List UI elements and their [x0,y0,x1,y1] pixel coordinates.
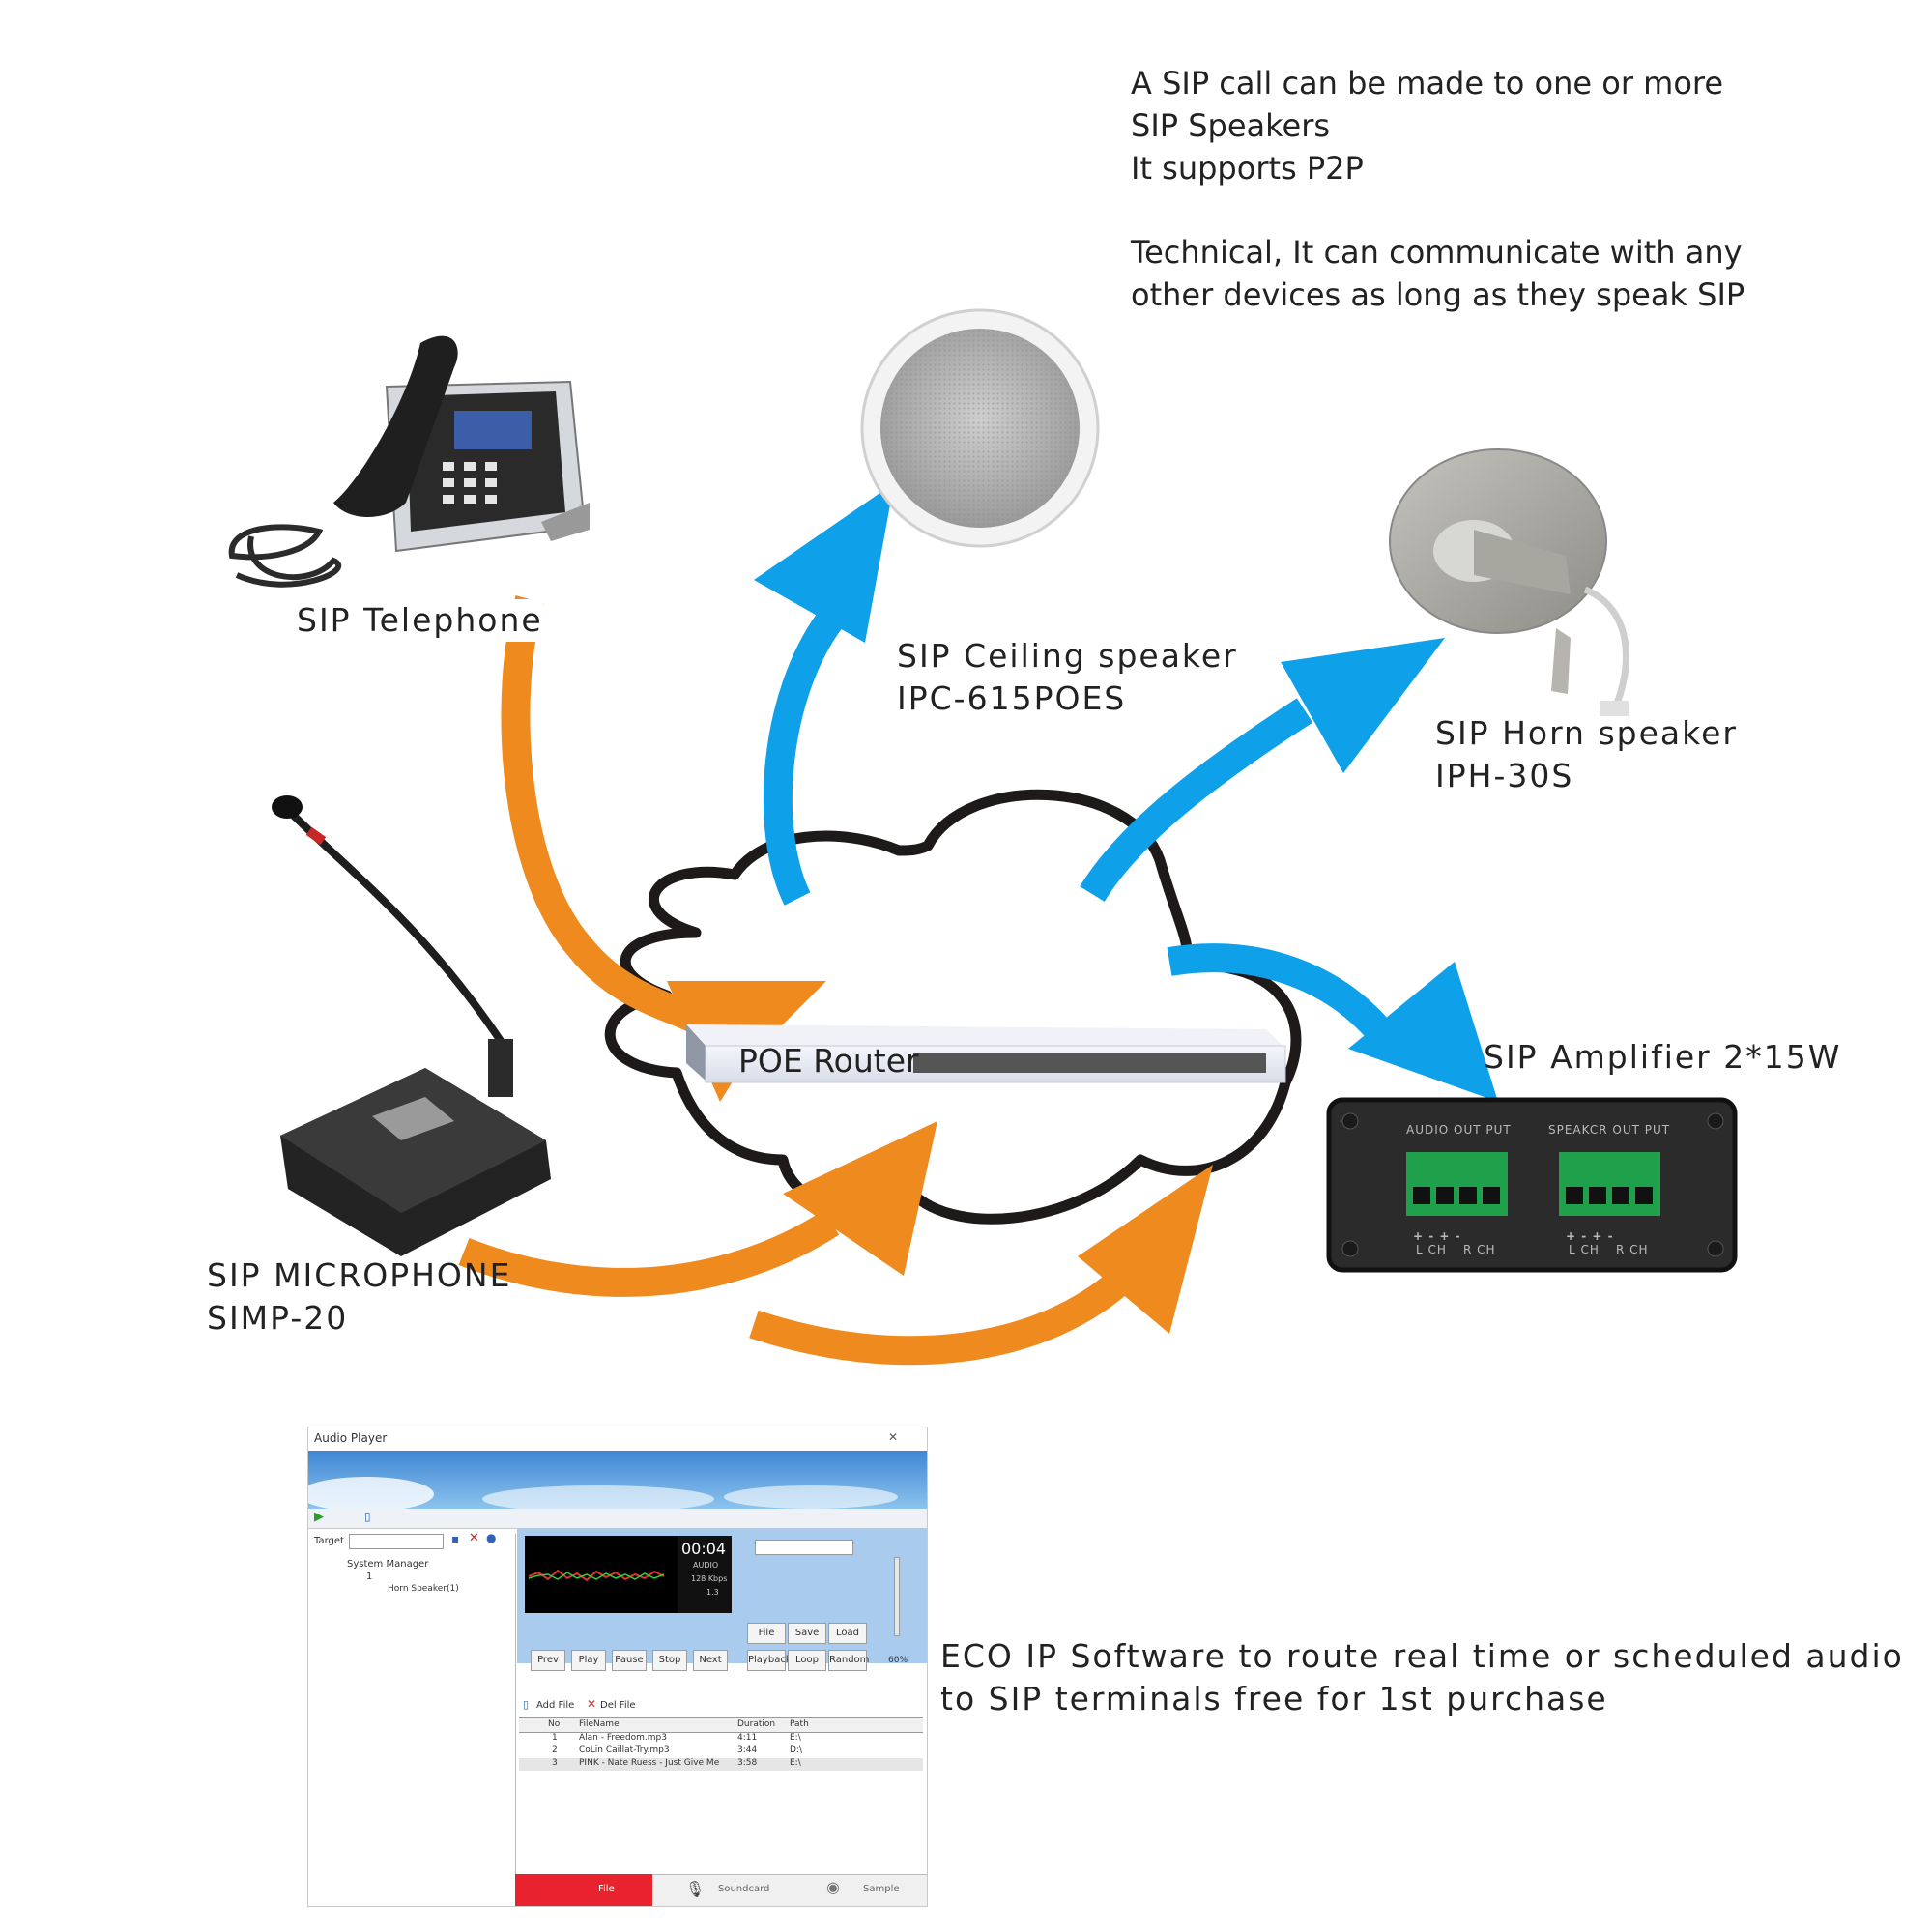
orange-arrows [458,594,1137,1366]
save-icon[interactable]: ▪ [451,1532,460,1545]
sip-microphone [272,795,551,1256]
stop-button[interactable]: Stop [652,1650,687,1671]
delete-icon[interactable]: ✕ [469,1531,479,1545]
amp-rch-right: R CH [1616,1243,1649,1256]
volume-slider[interactable] [894,1557,900,1636]
note-line-2: SIP Speakers [1131,107,1331,144]
amp-rch-left: R CH [1463,1243,1496,1256]
arrowhead-microphone [783,1121,937,1276]
info-bitrate: 128 Kbps [691,1574,728,1583]
amp-speaker-out-label: SPEAKCR OUT PUT [1548,1123,1671,1137]
telephone-label: SIP Telephone [297,599,543,642]
blue-arrowheads [754,483,1498,1102]
note-line-4: Technical, It can communicate with any [1131,234,1743,271]
play-button[interactable]: Play [571,1650,606,1671]
window-title: Audio Player [314,1431,388,1445]
arrow-router-to-horn [1080,698,1313,903]
arrowhead-ceiling [754,483,894,643]
col-no: No [548,1719,561,1729]
del-file-icon[interactable]: ✕ [587,1697,597,1711]
note-line-1: A SIP call can be made to one or more [1131,65,1724,101]
note-line-3: It supports P2P [1131,150,1364,187]
del-file-button[interactable]: Del File [600,1700,636,1711]
prev-button[interactable]: Prev [531,1650,565,1671]
ceiling-speaker-label: SIP Ceiling speaker [897,637,1238,675]
horn-speaker-label: SIP Horn speaker [1435,714,1738,752]
new-file-icon[interactable]: ▯ [364,1510,371,1523]
arrow-bottom-to-router [749,1264,1137,1366]
tree-leaf[interactable]: Horn Speaker(1) [388,1584,459,1594]
microphone-model: SIMP-20 [207,1299,349,1337]
waveform-display [525,1536,678,1613]
arrow-microphone-to-router [458,1210,840,1297]
add-file-button[interactable]: Add File [536,1700,575,1711]
time-display [678,1536,732,1613]
add-file-icon[interactable]: ▯ [523,1698,530,1711]
table-row[interactable]: 1 Alan - Freedom.mp3 4:11 E:\ [552,1733,801,1743]
tab-soundcard[interactable]: Soundcard [718,1884,770,1894]
table-header: No FileName Duration Path [519,1717,923,1733]
col-filename: FileName [579,1719,620,1729]
tab-sample[interactable]: Sample [863,1884,900,1894]
sky-banner [308,1451,927,1509]
tree-child[interactable]: 1 [366,1572,373,1582]
amp-audio-out-label: AUDIO OUT PUT [1406,1123,1512,1137]
loop-button[interactable]: Loop [788,1650,826,1671]
time-value: 00:04 [681,1540,727,1558]
play-icon[interactable]: ▶ [314,1510,324,1524]
load-button[interactable]: Load [828,1623,867,1644]
pause-button[interactable]: Pause [612,1650,647,1671]
random-button[interactable]: Random [828,1650,869,1671]
amplifier-label: SIP Amplifier 2*15W [1484,1038,1842,1076]
sip-horn-speaker [1389,448,1629,716]
info-audio: AUDIO [693,1561,719,1570]
table-row[interactable]: 3 PINK - Nate Ruess - Just Give Me 3:58 … [519,1758,923,1771]
amp-pins-right: + - + - [1566,1229,1614,1243]
toolbar: ▶ ▯ [308,1509,927,1529]
blue-arrows [763,610,1394,1044]
arrowhead-amplifier [1348,962,1498,1102]
volume-value: 60% [888,1656,908,1665]
arrowhead-horn [1281,638,1445,773]
next-button[interactable]: Next [693,1650,728,1671]
amp-pins-left: + - + - [1413,1229,1461,1243]
target-label: Target [314,1536,344,1546]
poe-router [686,1024,1286,1083]
sip-amplifier [1326,1097,1738,1273]
arrow-telephone-to-router [501,594,703,1033]
ceiling-speaker-model: IPC-615POES [897,679,1127,717]
table-row[interactable]: 2 CoLin Caillat-Try.mp3 3:44 D:\ [552,1745,802,1755]
router-label: POE Router [738,1042,919,1080]
close-icon[interactable]: ✕ [888,1430,899,1444]
network-cloud [604,789,1302,1225]
arrow-router-to-ceiling [763,610,844,906]
software-caption-line-1: ECO IP Software to route real time or sc… [940,1637,1904,1675]
sip-telephone [228,335,590,588]
horn-speaker-model: IPH-30S [1435,757,1574,794]
tree-root[interactable]: System Manager [347,1559,429,1570]
audio-player-window: Audio Player ✕ ▶ ▯ Target ▪ ✕ ● System M… [307,1427,928,1907]
microphone-icon: 🎙 [685,1880,706,1898]
arrow-router-to-amplifier [1167,943,1394,1044]
sip-ceiling-speaker [860,308,1100,548]
target-select[interactable] [349,1534,444,1549]
pane-divider [515,1534,516,1906]
note-line-5: other devices as long as they speak SIP [1131,276,1745,313]
tab-file[interactable]: File [515,1874,652,1906]
col-duration: Duration [737,1719,776,1729]
info-extra: 1.3 [706,1588,719,1597]
arrowhead-bottom [1078,1165,1213,1334]
amp-lch-left: L CH [1416,1243,1447,1256]
playback-button[interactable]: Playback [747,1650,792,1671]
disc-icon: ◉ [826,1878,840,1896]
software-caption-line-2: to SIP terminals free for 1st purchase [940,1680,1608,1717]
save-button[interactable]: Save [788,1623,826,1644]
amp-lch-right: L CH [1569,1243,1600,1256]
file-button[interactable]: File [747,1623,786,1644]
device-select[interactable] [755,1540,853,1555]
info-icon[interactable]: ● [486,1531,497,1544]
col-path: Path [790,1719,809,1729]
microphone-label: SIP MICROPHONE [207,1256,512,1294]
